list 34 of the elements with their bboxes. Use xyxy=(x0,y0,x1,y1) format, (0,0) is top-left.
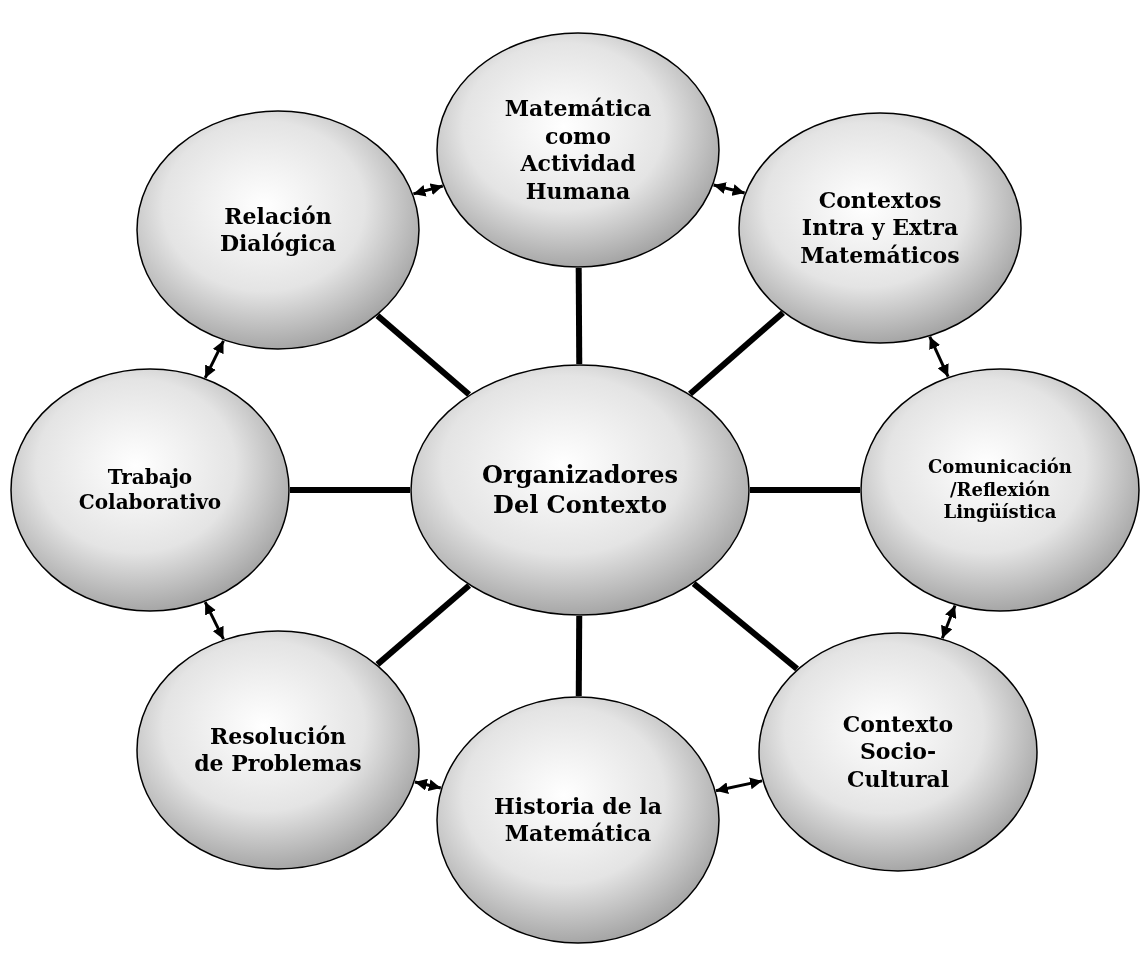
node-label: Relación Dialógica xyxy=(218,202,338,258)
ellipse-node xyxy=(738,112,1022,344)
ellipse-node xyxy=(136,630,420,870)
node-label: Organizadores Del Contexto xyxy=(481,460,679,520)
ellipse-node xyxy=(860,368,1140,612)
connector-line xyxy=(688,310,785,397)
ellipse-node xyxy=(436,696,720,944)
double-arrow xyxy=(713,182,745,196)
node-label: Historia de la Matemática xyxy=(493,792,663,848)
double-arrow xyxy=(413,183,444,197)
node-label: Resolución de Problemas xyxy=(193,722,363,778)
node-label: Matemática como Actividad Humana xyxy=(503,95,653,205)
connector-line xyxy=(575,615,583,697)
double-arrow xyxy=(940,605,957,639)
connector-line xyxy=(290,487,410,493)
double-arrow xyxy=(715,777,763,795)
double-arrow xyxy=(203,340,225,379)
ellipse-node xyxy=(758,632,1038,872)
double-arrow xyxy=(414,778,442,792)
double-arrow xyxy=(928,336,950,378)
connector-line xyxy=(575,267,583,365)
node-label: Trabajo Colaborativo xyxy=(77,465,223,515)
connector-line xyxy=(691,581,799,672)
double-arrow xyxy=(203,601,225,640)
node-label: Contextos Intra y Extra Matemáticos xyxy=(799,186,961,270)
ellipse-node xyxy=(436,32,720,268)
ellipse-node xyxy=(410,364,750,616)
connector-line xyxy=(375,583,472,667)
ellipse-node xyxy=(136,110,420,350)
connector-line xyxy=(375,313,472,397)
connector-line xyxy=(750,487,860,493)
node-label: Comunicación /Reflexión Lingüística xyxy=(927,456,1073,524)
ellipse-node xyxy=(10,368,290,612)
node-label: Contexto Socio-Cultural xyxy=(841,710,955,794)
